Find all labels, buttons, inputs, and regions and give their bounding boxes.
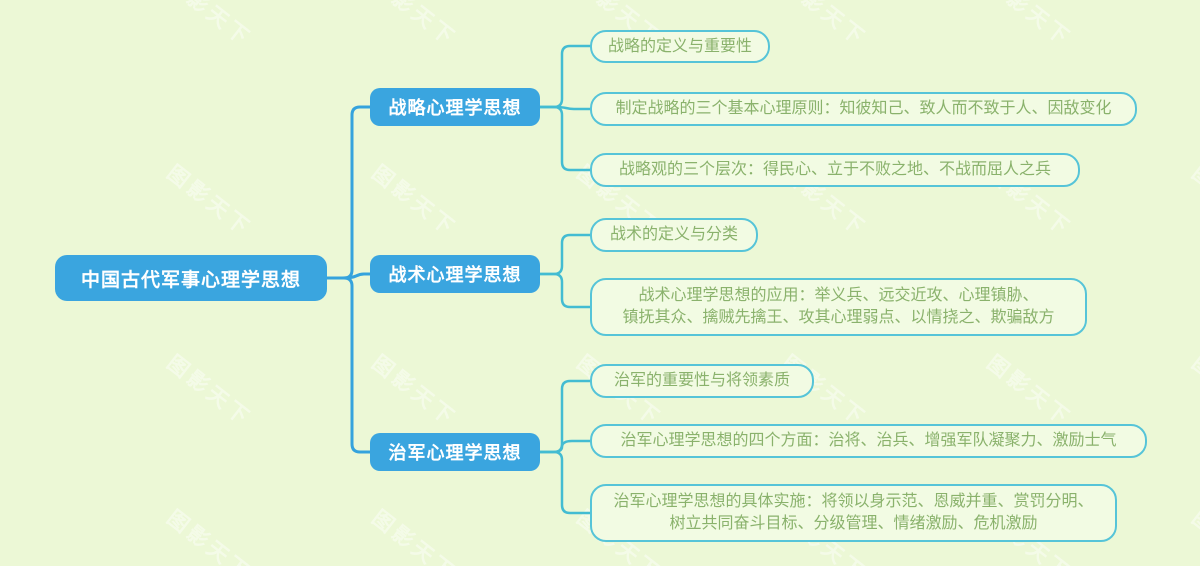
- leaf-node-tactics-application[interactable]: 战术心理学思想的应用：举义兵、远交近攻、心理镇胁、 镇抚其众、擒贼先擒王、攻其心…: [590, 278, 1087, 336]
- leaf-node-strategy-levels[interactable]: 战略观的三个层次：得民心、立于不败之地、不战而屈人之兵: [590, 153, 1080, 187]
- connector-branch1-leaf3: [538, 105, 592, 172]
- connector-branch3-leaf3: [538, 450, 592, 515]
- connector-root-to-branch-governance: [325, 276, 372, 454]
- connector-branch1-leaf1: [538, 44, 592, 109]
- root-node[interactable]: 中国古代军事心理学思想: [55, 255, 327, 301]
- leaf-node-tactics-definition[interactable]: 战术的定义与分类: [590, 218, 758, 252]
- leaf-node-strategy-principles[interactable]: 制定战略的三个基本心理原则：知彼知己、致人而不致于人、因敌变化: [590, 92, 1137, 126]
- branch-node-army-governance-psychology[interactable]: 治军心理学思想: [370, 433, 540, 471]
- connector-branch2-leaf2: [538, 272, 592, 309]
- leaf-node-governance-implementation[interactable]: 治军心理学思想的具体实施：将领以身示范、恩威并重、赏罚分明、 树立共同奋斗目标、…: [590, 484, 1117, 542]
- branch-node-strategic-psychology[interactable]: 战略心理学思想: [370, 88, 540, 126]
- leaf-node-governance-importance[interactable]: 治军的重要性与将领素质: [590, 364, 814, 398]
- connector-root-to-branch-strategy: [325, 105, 372, 280]
- leaf-node-strategy-definition[interactable]: 战略的定义与重要性: [590, 30, 770, 63]
- connector-branch2-leaf1: [538, 233, 592, 276]
- leaf-node-governance-aspects[interactable]: 治军心理学思想的四个方面：治将、治兵、增强军队凝聚力、激励士气: [590, 424, 1147, 458]
- connector-branch3-leaf2: [538, 439, 592, 454]
- branch-node-tactical-psychology[interactable]: 战术心理学思想: [370, 255, 540, 293]
